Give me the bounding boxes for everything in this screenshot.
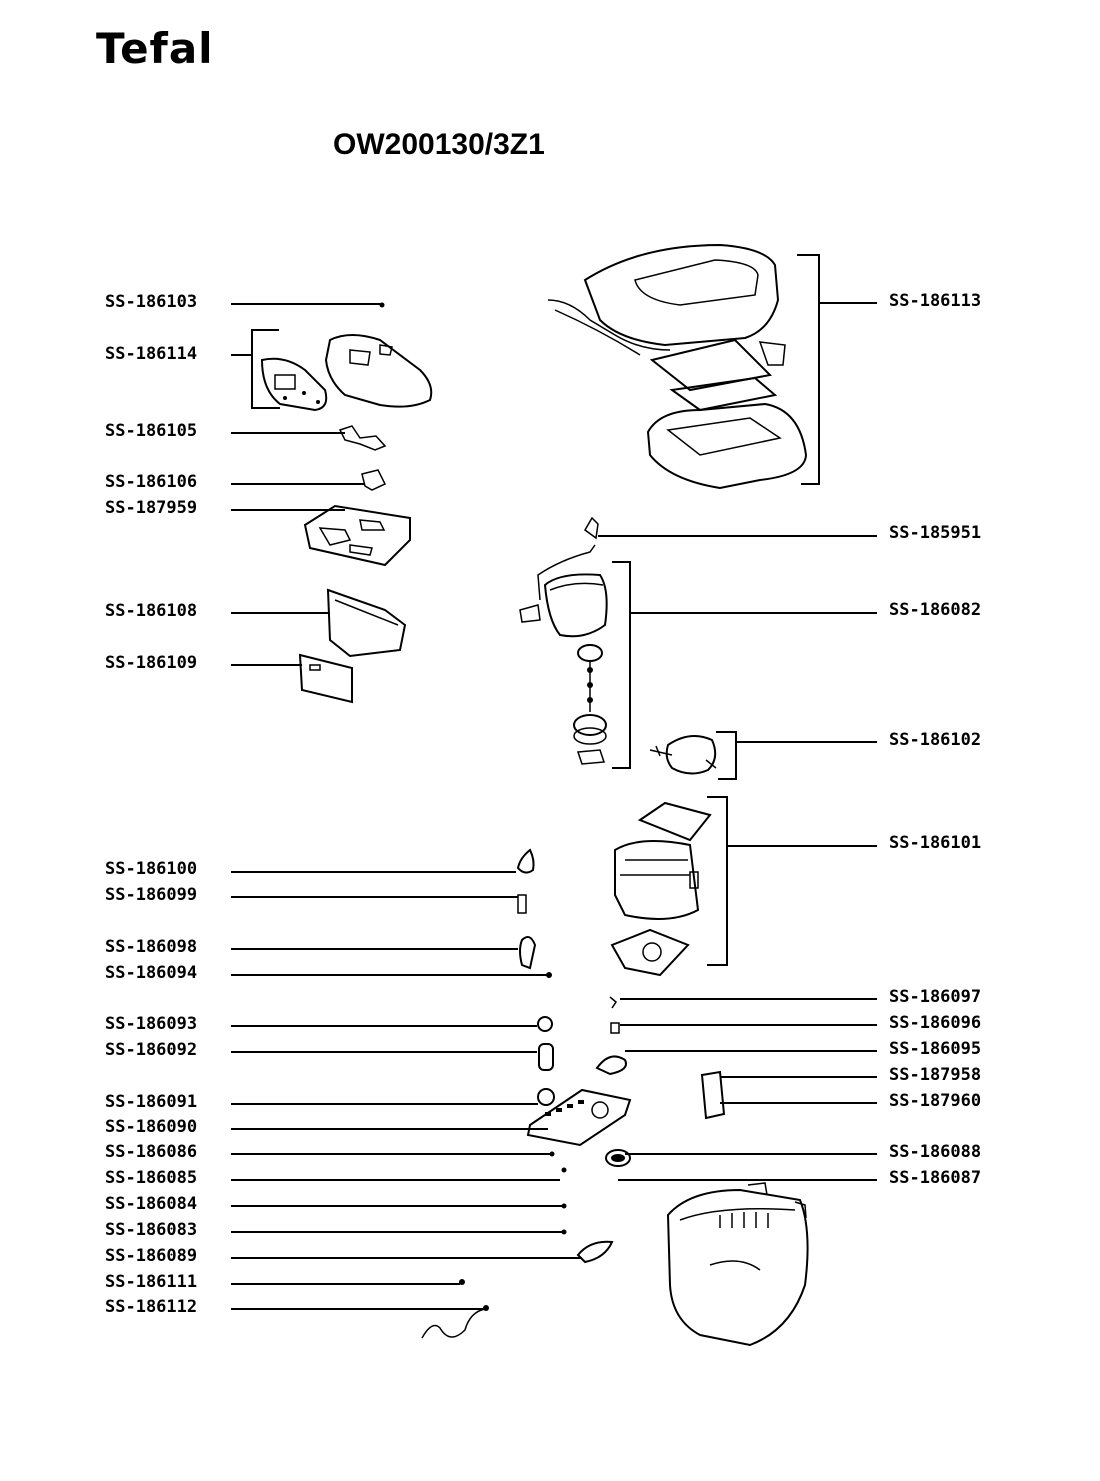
part-label: SS-186099 <box>105 885 198 905</box>
part-label: SS-186112 <box>105 1297 198 1317</box>
leader-lines-right <box>598 254 877 1181</box>
model-number: OW200130/3Z1 <box>333 128 545 161</box>
part-heating-element <box>649 735 717 775</box>
part-bracket-right <box>700 1070 726 1120</box>
part-label: SS-186113 <box>889 291 982 311</box>
part-label: SS-185951 <box>889 523 982 543</box>
part-label: SS-187958 <box>889 1065 982 1085</box>
part-label: SS-186111 <box>105 1272 198 1292</box>
part-drive-assembly <box>519 516 608 765</box>
part-label: SS-186090 <box>105 1117 198 1137</box>
part-label: SS-186106 <box>105 472 198 492</box>
part-label: SS-186101 <box>889 833 982 853</box>
part-label: SS-186100 <box>105 859 198 879</box>
part-label: SS-186103 <box>105 292 198 312</box>
part-small-clips <box>338 425 387 491</box>
part-label: SS-186097 <box>889 987 982 1007</box>
part-lid <box>547 243 808 490</box>
part-label: SS-186084 <box>105 1194 198 1214</box>
part-control-panel <box>526 1088 632 1235</box>
part-baking-chamber <box>610 801 712 977</box>
leader-lines-left <box>231 303 582 1310</box>
part-label: SS-186087 <box>889 1168 982 1188</box>
part-label: SS-186102 <box>889 730 982 750</box>
part-label: SS-187960 <box>889 1091 982 1111</box>
part-label: SS-186091 <box>105 1092 198 1112</box>
part-label: SS-186086 <box>105 1142 198 1162</box>
part-label: SS-186085 <box>105 1168 198 1188</box>
part-gear-and-pan <box>605 1149 809 1347</box>
part-label: SS-186094 <box>105 963 198 983</box>
part-label: SS-186082 <box>889 600 982 620</box>
part-label: SS-186095 <box>889 1039 982 1059</box>
part-label: SS-186114 <box>105 344 198 364</box>
part-label: SS-186109 <box>105 653 198 673</box>
part-paddle-and-cord <box>421 1240 614 1339</box>
part-small-components <box>516 848 627 1106</box>
part-label: SS-187959 <box>105 498 198 518</box>
part-label: SS-186089 <box>105 1246 198 1266</box>
part-label: SS-186083 <box>105 1220 198 1240</box>
brand-logo: Tefal <box>96 24 214 73</box>
part-circuit-board <box>303 504 411 567</box>
part-label: SS-186098 <box>105 937 198 957</box>
part-label: SS-186093 <box>105 1014 198 1034</box>
part-label: SS-186108 <box>105 601 198 621</box>
part-label: SS-186105 <box>105 421 198 441</box>
part-label: SS-186088 <box>889 1142 982 1162</box>
part-control-housing <box>260 302 433 412</box>
part-bracket-panel <box>298 588 407 704</box>
part-label: SS-186092 <box>105 1040 198 1060</box>
part-label: SS-186096 <box>889 1013 982 1033</box>
